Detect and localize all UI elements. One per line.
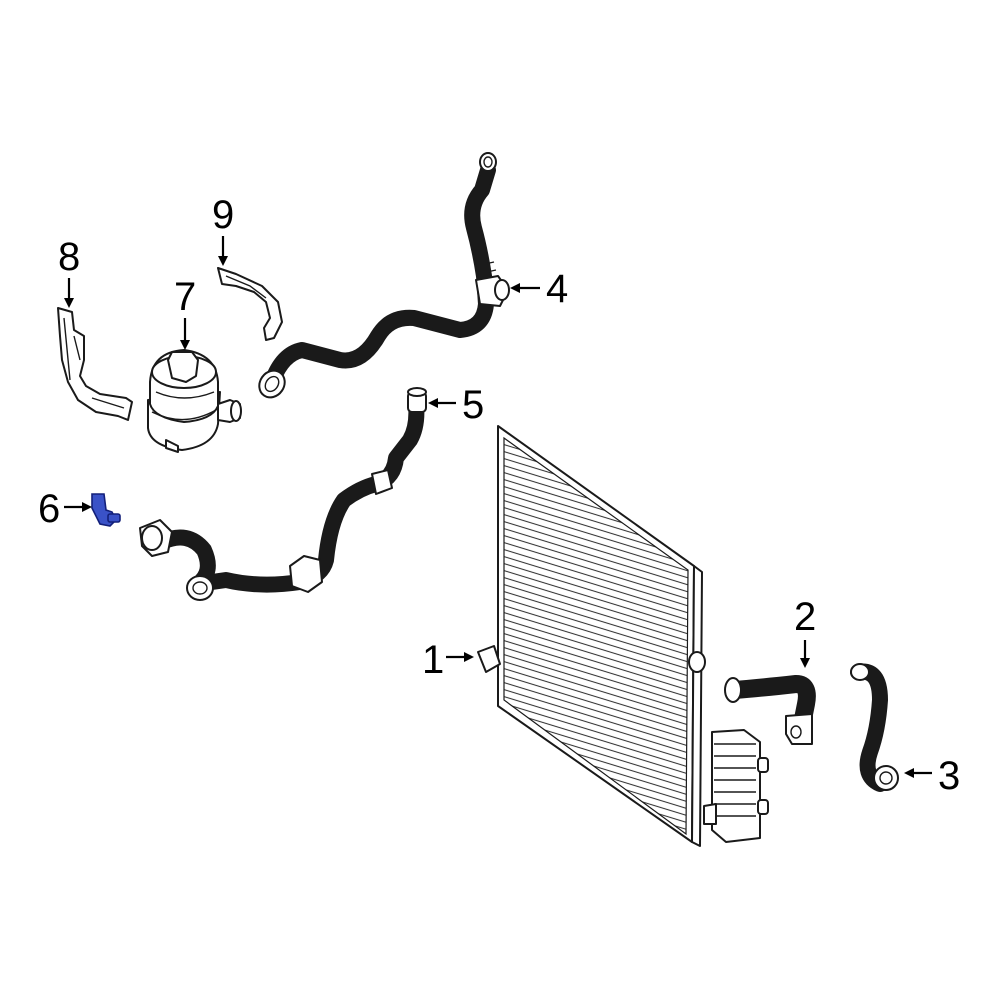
- svg-text:3: 3: [938, 754, 960, 798]
- svg-text:9: 9: [212, 193, 234, 237]
- part-2-short-hose[interactable]: [724, 675, 816, 745]
- part-8-bracket[interactable]: [57, 307, 133, 421]
- callout-5: 5: [428, 383, 484, 427]
- oil-cooler: [703, 729, 769, 843]
- callout-9: 9: [212, 193, 234, 266]
- part-3-curved-hose[interactable]: [850, 663, 899, 792]
- svg-text:4: 4: [546, 267, 568, 311]
- svg-text:6: 6: [38, 487, 60, 531]
- callout-2: 2: [794, 595, 816, 668]
- part-6-fitting[interactable]: [91, 493, 121, 527]
- callout-4: 4: [510, 267, 568, 311]
- callout-8: 8: [58, 235, 80, 308]
- part-9-clamp[interactable]: [217, 267, 283, 341]
- svg-text:8: 8: [58, 235, 80, 279]
- svg-text:5: 5: [462, 383, 484, 427]
- callout-7: 7: [174, 275, 196, 350]
- callout-3: 3: [904, 754, 960, 798]
- callout-6: 6: [38, 487, 92, 531]
- part-5-lower-hose[interactable]: [139, 387, 427, 601]
- callout-1: 1: [422, 638, 474, 682]
- svg-text:7: 7: [174, 275, 196, 319]
- part-1-radiator[interactable]: [477, 425, 706, 847]
- part-4-upper-hose[interactable]: [254, 152, 510, 402]
- part-7-reservoir[interactable]: [147, 349, 242, 453]
- svg-text:2: 2: [794, 595, 816, 639]
- svg-text:1: 1: [422, 638, 444, 682]
